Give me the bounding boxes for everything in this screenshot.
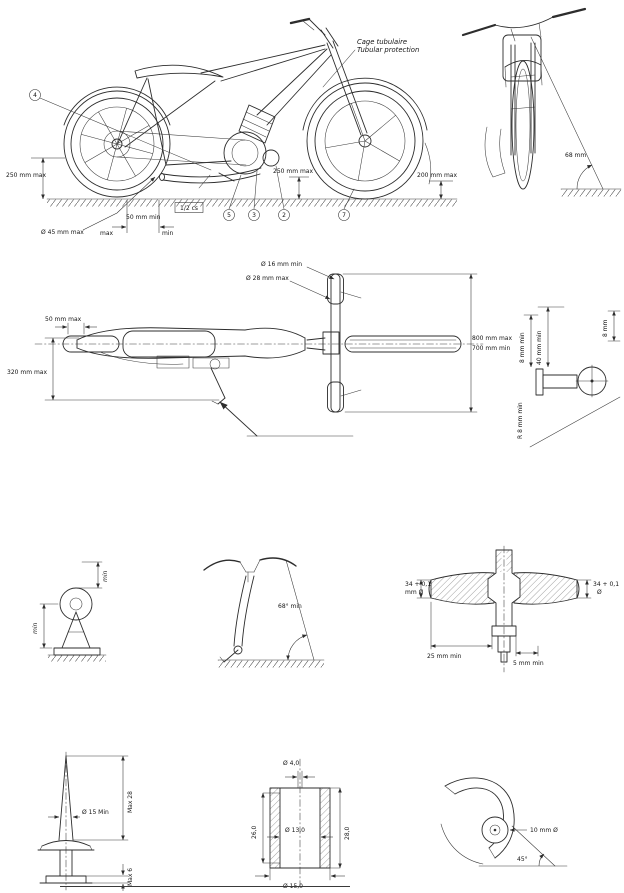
hub-dia-right-value: 34 + 0,1 (593, 581, 619, 588)
dim-800-label: 800 mm max (472, 335, 512, 342)
hub-drawing (428, 545, 580, 673)
figure-guard-detail: min min (32, 561, 109, 662)
sleeve-dimensions (255, 775, 345, 881)
spike-dimensions (48, 755, 129, 891)
dia-45-label: Ø 45 mm max (41, 229, 84, 236)
page-edge-line (60, 886, 350, 887)
dim-50-label: 50 mm min (126, 214, 161, 221)
guard-dimensions (39, 561, 103, 649)
sleeve-dim-26-label: 26,0 (251, 825, 258, 839)
dim-320-label: 320 mm max (7, 369, 47, 376)
sleeve-dia-4-label: Ø 4,0 (283, 760, 299, 767)
hub-dia-left-value: 34 + 0,1 (405, 581, 431, 588)
callout-7: 7 (342, 212, 346, 219)
bar-end-drawing (529, 364, 621, 448)
sleeve-dim-28-label: 28,0 (344, 826, 351, 840)
hub-dim-5-label: 5 mm min (513, 660, 544, 667)
spike-max-28-label: Max 28 (127, 791, 134, 813)
half-cs-label: 1/2 cs (180, 205, 198, 212)
sleeve-drawing (269, 758, 331, 888)
figure-sleeve-section: Ø 4,0 26,0 Ø 13,0 28,0 Ø 15,0 (251, 758, 351, 890)
dim-68mm-label: 68 mm (565, 152, 586, 159)
dia-28-label: Ø 28 mm max (246, 275, 289, 282)
dim-8mm-min-label: 8 mm min (519, 332, 526, 363)
side-view-drawing (46, 17, 458, 207)
figure-side-view: Cage tubulaire Tubular protection 250 mm… (6, 17, 458, 237)
top-view-dimensions (44, 266, 478, 437)
footrest-dimensions (478, 825, 568, 867)
figure-footrest-detail: 10 mm Ø 45° (440, 777, 568, 867)
footrest-dia-10-label: 10 mm Ø (530, 827, 558, 834)
dim-40mm-min-label: 40 mm min (536, 330, 543, 365)
hub-dimensions (416, 579, 592, 657)
dim-200-label: 200 mm max (417, 172, 457, 179)
guard-min-top-label: min (102, 570, 109, 582)
dim-50-max-label: 50 mm max (45, 316, 82, 323)
hub-dia-right-unit: Ø (597, 589, 602, 596)
callout-5: 5 (227, 212, 231, 219)
spike-max-6-label: Max 6 (127, 868, 134, 886)
cage-label-fr: Cage tubulaire (357, 38, 407, 46)
sleeve-dia-13-label: Ø 13,0 (285, 827, 305, 834)
fork-angle-label: 68° min (278, 603, 302, 610)
figure-hub-section: 34 + 0,1 mm Ø 34 + 0,1 Ø 25 mm min 5 mm … (405, 545, 619, 673)
top-view-drawing (34, 273, 484, 413)
hub-dia-left-unit: mm Ø (405, 589, 424, 596)
dia-16-label: Ø 16 mm min (261, 261, 302, 268)
callout-2: 2 (282, 212, 286, 219)
spike-dia-15-label: Ø 15 Min (82, 809, 109, 816)
radius-8mm-label: R 8 mm min (517, 402, 524, 439)
figure-spike-detail: Ø 15 Min Max 28 Max 6 (37, 751, 134, 891)
dim-250-left-label: 250 mm max (6, 172, 46, 179)
max-label: max (100, 230, 114, 237)
footrest-drawing (440, 777, 515, 865)
figure-front-view: 68 mm (461, 7, 622, 197)
bar-end-dimensions (523, 306, 621, 368)
callout-4: 4 (33, 92, 37, 99)
dim-700-label: 700 mm min (472, 345, 510, 352)
callout-3: 3 (252, 212, 256, 219)
front-view-drawing (461, 7, 622, 197)
figure-bar-end-detail: 8 mm min 40 mm min 8 mm R 8 mm min (517, 306, 621, 448)
spike-drawing (37, 751, 95, 891)
dim-8mm-label: 8 mm (602, 319, 609, 337)
min-label: min (162, 230, 174, 237)
fork-drawing (203, 557, 325, 668)
hub-dim-25-label: 25 mm min (427, 653, 462, 660)
cage-label-en: Tubular protection (357, 46, 419, 54)
figure-fork-angle: 68° min (203, 557, 325, 668)
side-view-dimensions (29, 89, 453, 233)
dim-250-mid-label: 250 mm max (273, 168, 313, 175)
guard-drawing (47, 587, 107, 662)
footrest-angle-45-label: 45° (517, 856, 528, 863)
guard-min-left-label: min (32, 622, 39, 634)
figure-top-view: Ø 16 mm min Ø 28 mm max 50 mm max 320 mm… (7, 261, 512, 437)
